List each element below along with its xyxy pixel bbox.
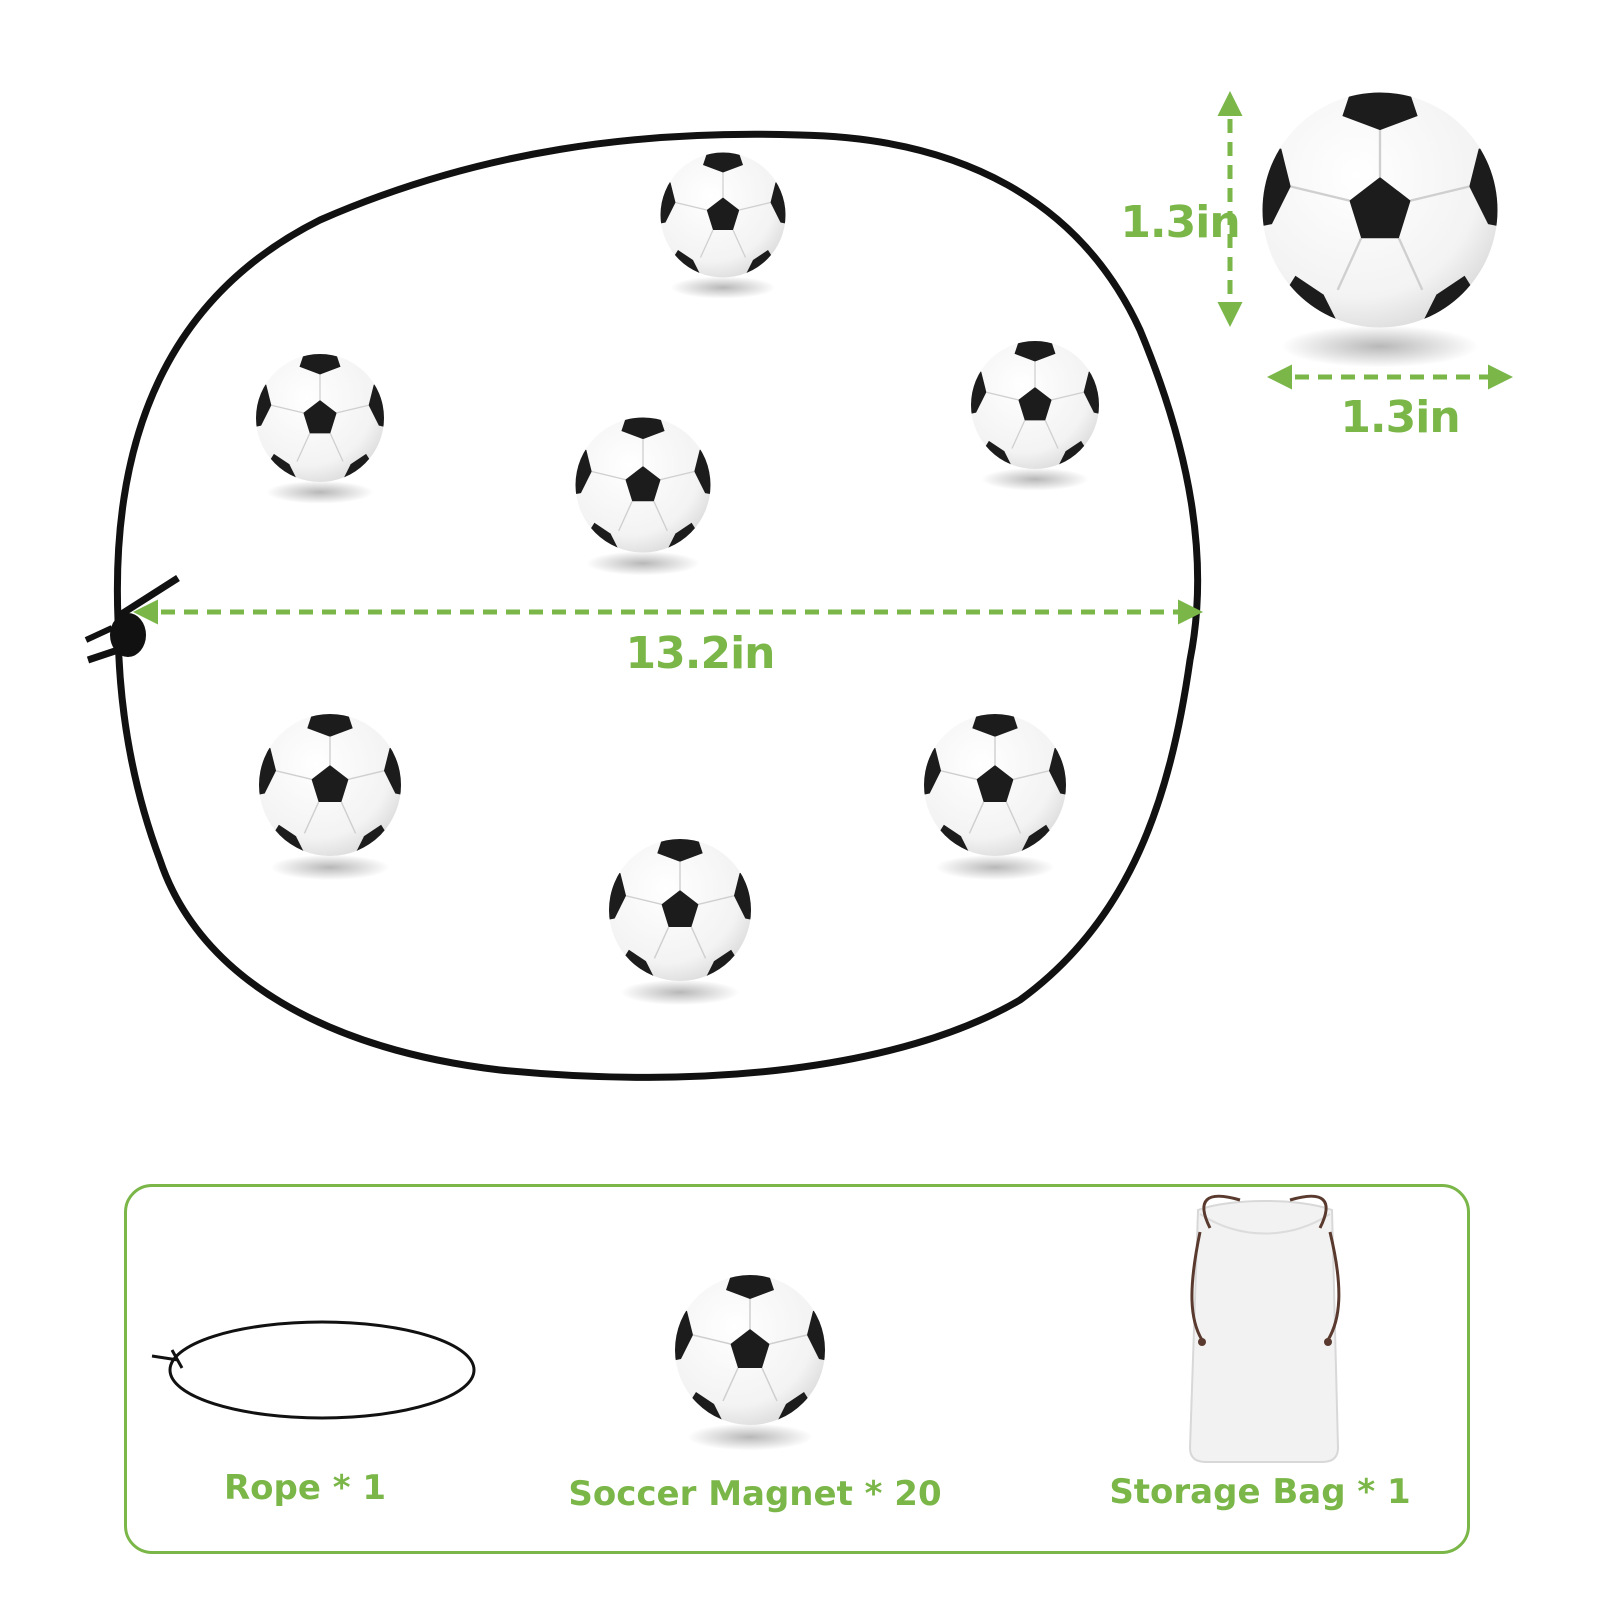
rope-width-label: 13.2in — [625, 628, 776, 679]
soccer-ball-icon — [248, 351, 391, 503]
soccer-ball-icon — [600, 836, 759, 1005]
contents-label-rope: Rope * 1 — [223, 1468, 387, 1508]
rope-loop — [113, 130, 1202, 1081]
drawstring-bag-icon — [1188, 1194, 1341, 1463]
soccer-ball-icon — [915, 711, 1074, 880]
soccer-ball-icon — [567, 415, 718, 576]
ball-height-label: 1.3in — [1120, 197, 1240, 248]
rope-knot-icon — [84, 575, 180, 664]
kit-contents-panel — [124, 1184, 1470, 1554]
ball-width-label: 1.3in — [1340, 392, 1460, 443]
soccer-ball-icon — [250, 711, 409, 880]
rope-loop-icon — [151, 1320, 476, 1420]
contents-label-soccer-magnet: Soccer Magnet * 20 — [568, 1474, 942, 1514]
soccer-ball-icon — [653, 150, 793, 299]
soccer-ball-icon — [963, 338, 1106, 490]
contents-label-storage-bag: Storage Bag * 1 — [1109, 1472, 1411, 1512]
reference-soccer-ball-icon — [1248, 88, 1511, 368]
